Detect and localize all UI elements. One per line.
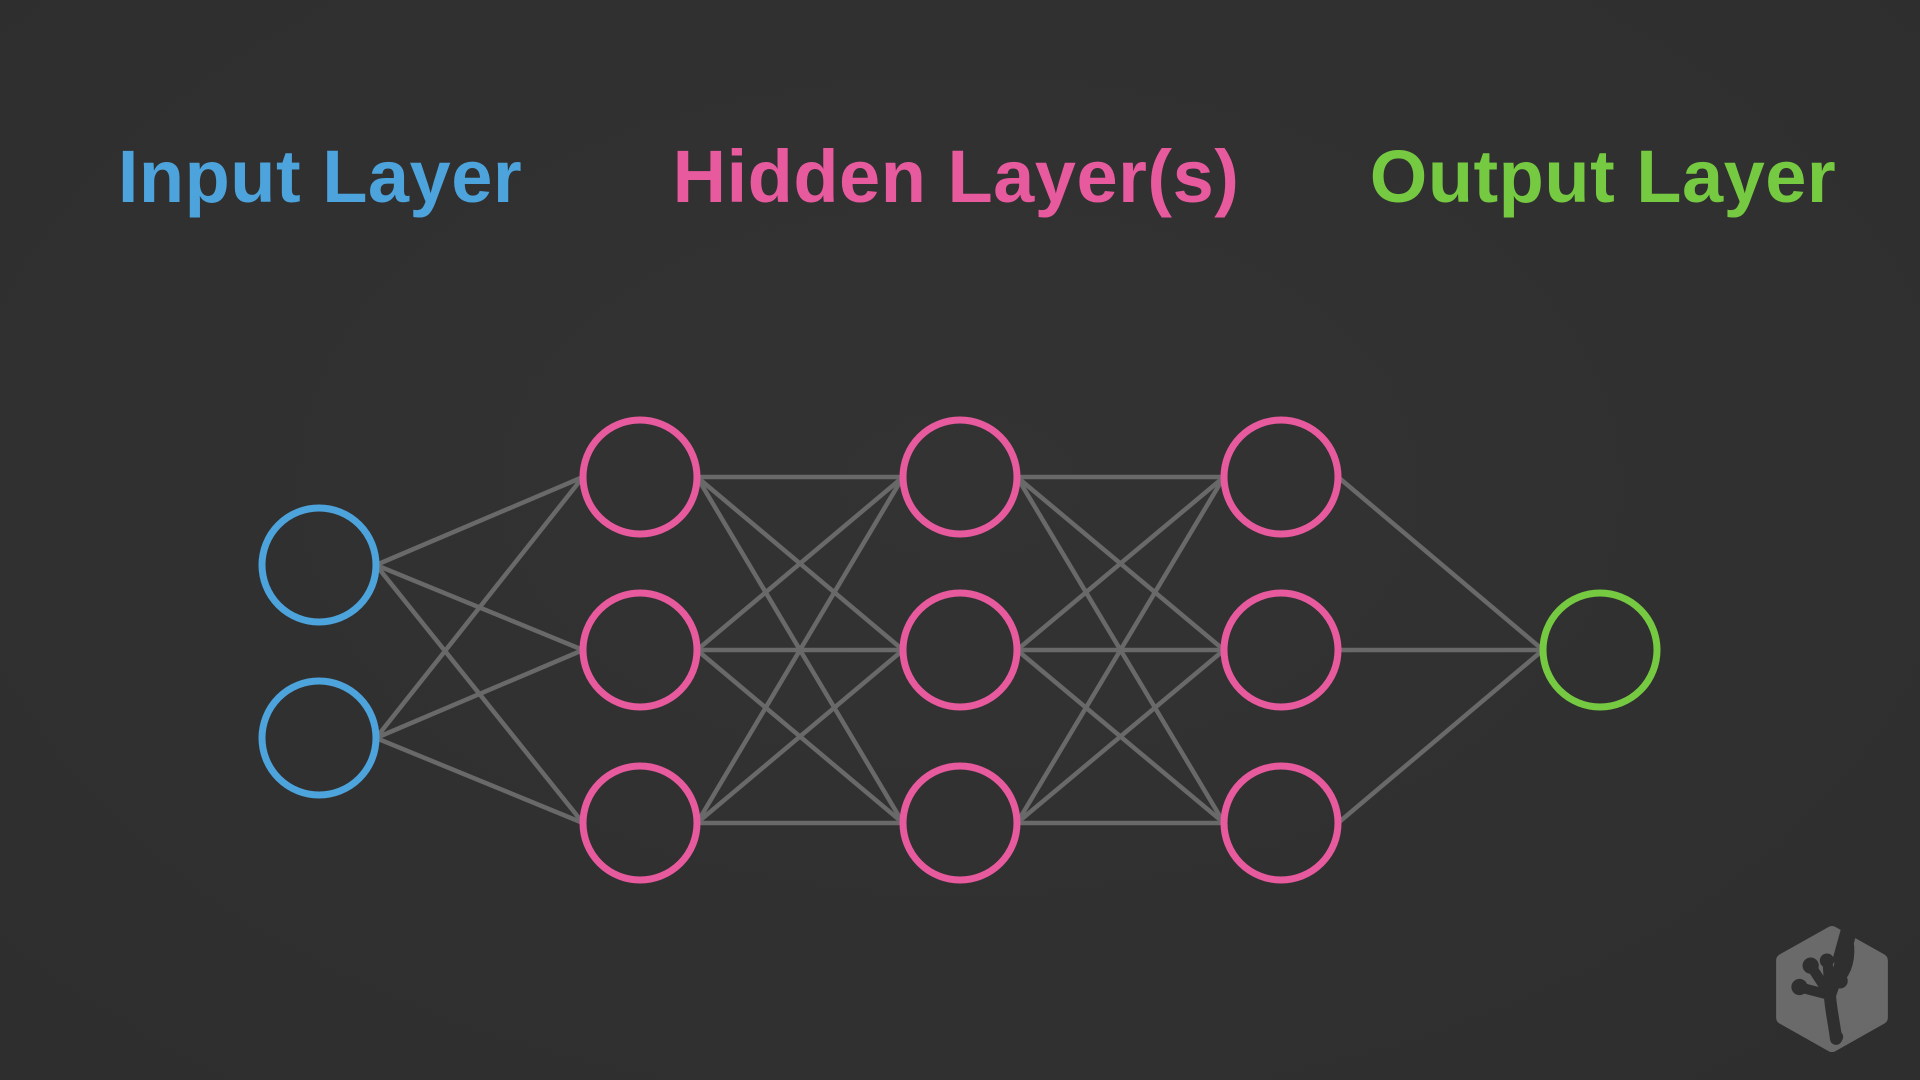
input-layer-node-1 bbox=[258, 504, 380, 626]
connection-input-layer-to-hidden-layer-1 bbox=[373, 735, 586, 826]
hidden-layer-3-node-3 bbox=[1220, 762, 1342, 884]
hidden-layer-2-node-1 bbox=[899, 416, 1021, 538]
output-layer-title: Output Layer bbox=[1369, 135, 1837, 218]
connection-hidden-layer-2-to-hidden-layer-3 bbox=[1014, 647, 1227, 826]
connection-input-layer-to-hidden-layer-1 bbox=[373, 474, 586, 568]
connection-hidden-layer-1-to-hidden-layer-2 bbox=[694, 474, 906, 826]
input-layer-node-2 bbox=[258, 677, 380, 799]
connection-input-layer-to-hidden-layer-1 bbox=[373, 474, 586, 741]
connection-hidden-layer-3-to-output-layer bbox=[1335, 474, 1546, 653]
connection-hidden-layer-1-to-hidden-layer-2 bbox=[694, 474, 906, 653]
treehouse-logo-icon bbox=[1776, 924, 1888, 1052]
hidden-layer-2-node-3 bbox=[899, 762, 1021, 884]
hidden-layer-title: Hidden Layer(s) bbox=[672, 135, 1240, 218]
connection-input-layer-to-hidden-layer-1 bbox=[373, 647, 586, 741]
connection-hidden-layer-2-to-hidden-layer-3 bbox=[1014, 474, 1227, 653]
output-layer-node-1 bbox=[1539, 589, 1661, 711]
hidden-layer-3-node-1 bbox=[1220, 416, 1342, 538]
hidden-layer-1-node-1 bbox=[579, 416, 701, 538]
input-layer-title: Input Layer bbox=[117, 135, 523, 218]
hidden-layer-1-node-3 bbox=[579, 762, 701, 884]
connection-hidden-layer-1-to-hidden-layer-2 bbox=[694, 647, 906, 826]
hidden-layer-1-node-2 bbox=[579, 589, 701, 711]
hidden-layer-2-node-2 bbox=[899, 589, 1021, 711]
connection-hidden-layer-3-to-output-layer bbox=[1335, 647, 1546, 826]
hidden-layer-3-node-2 bbox=[1220, 589, 1342, 711]
connection-hidden-layer-2-to-hidden-layer-3 bbox=[1014, 474, 1227, 826]
